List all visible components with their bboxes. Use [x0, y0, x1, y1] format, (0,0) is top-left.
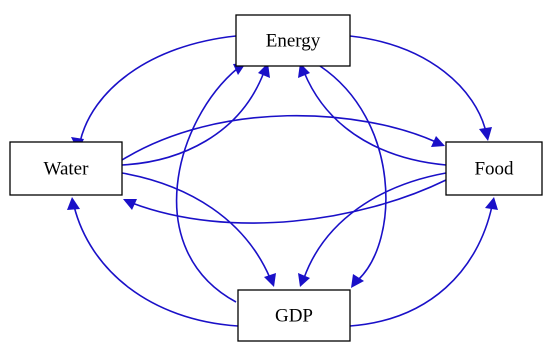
- edge-water-to-gdp: [121, 172, 276, 287]
- edge-energy-to-water: [71, 35, 237, 151]
- edge-layer: [67, 35, 498, 327]
- edge-energy-to-food: [349, 35, 492, 141]
- node-water-label: Water: [44, 159, 90, 180]
- node-food-label: Food: [474, 159, 514, 180]
- node-energy-label: Energy: [266, 31, 321, 52]
- edge-food-to-energy: [298, 63, 447, 166]
- edge-energy-to-gdp: [319, 65, 387, 288]
- edge-food-to-water: [123, 179, 447, 224]
- node-gdp-label: GDP: [275, 306, 313, 327]
- edge-gdp-to-energy: [175, 63, 246, 303]
- node-water: Water: [9, 141, 123, 196]
- edge-gdp-to-water: [67, 197, 239, 327]
- edge-food-to-gdp: [298, 172, 447, 287]
- node-energy: Energy: [235, 14, 351, 67]
- edge-water-to-food: [121, 114, 445, 161]
- edge-water-to-energy: [121, 63, 270, 166]
- node-gdp: GDP: [237, 289, 351, 342]
- edge-gdp-to-food: [349, 197, 498, 327]
- node-food: Food: [445, 141, 543, 196]
